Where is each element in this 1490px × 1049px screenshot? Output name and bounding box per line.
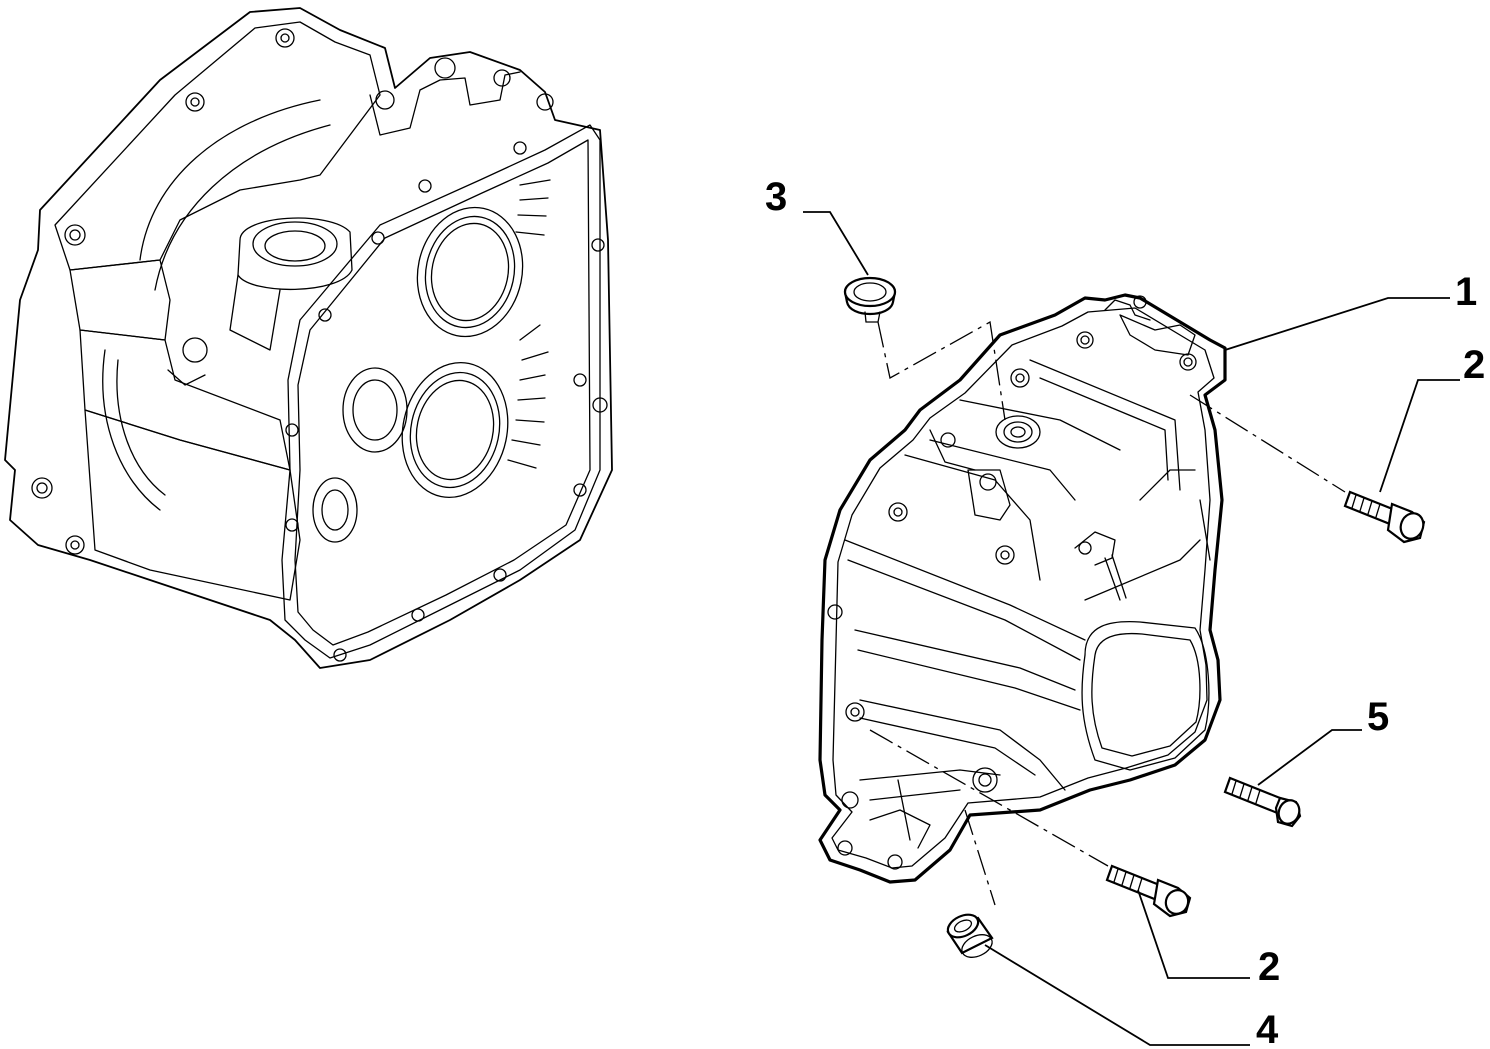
assembly-lines: [869, 320, 1346, 906]
callout-labels: 1 2 3 5 2 4: [765, 175, 1485, 1049]
dowel-sleeve-part-4: [946, 913, 994, 958]
gearbox-cover: [818, 293, 1227, 884]
callout-3: 3: [765, 175, 787, 219]
leader-2-upper: [1379, 379, 1460, 493]
callout-1: 1: [1455, 270, 1477, 314]
leader-1: [1224, 297, 1450, 351]
leader-2-lower: [1137, 889, 1250, 979]
callout-5: 5: [1367, 695, 1389, 739]
leader-3: [803, 211, 869, 276]
transmission-housing: [4, 7, 613, 669]
bolt-part-2-lower: [1105, 864, 1192, 918]
leader-4: [984, 944, 1250, 1046]
callout-2-upper: 2: [1463, 343, 1485, 387]
bolt-part-5: [1223, 776, 1302, 828]
plug-seal-part-3: [843, 276, 897, 323]
leader-lines: [803, 211, 1460, 1046]
callout-2-lower: 2: [1258, 945, 1280, 989]
callout-4: 4: [1256, 1008, 1279, 1049]
bolt-part-2-upper: [1343, 490, 1426, 544]
leader-5: [1257, 729, 1362, 786]
